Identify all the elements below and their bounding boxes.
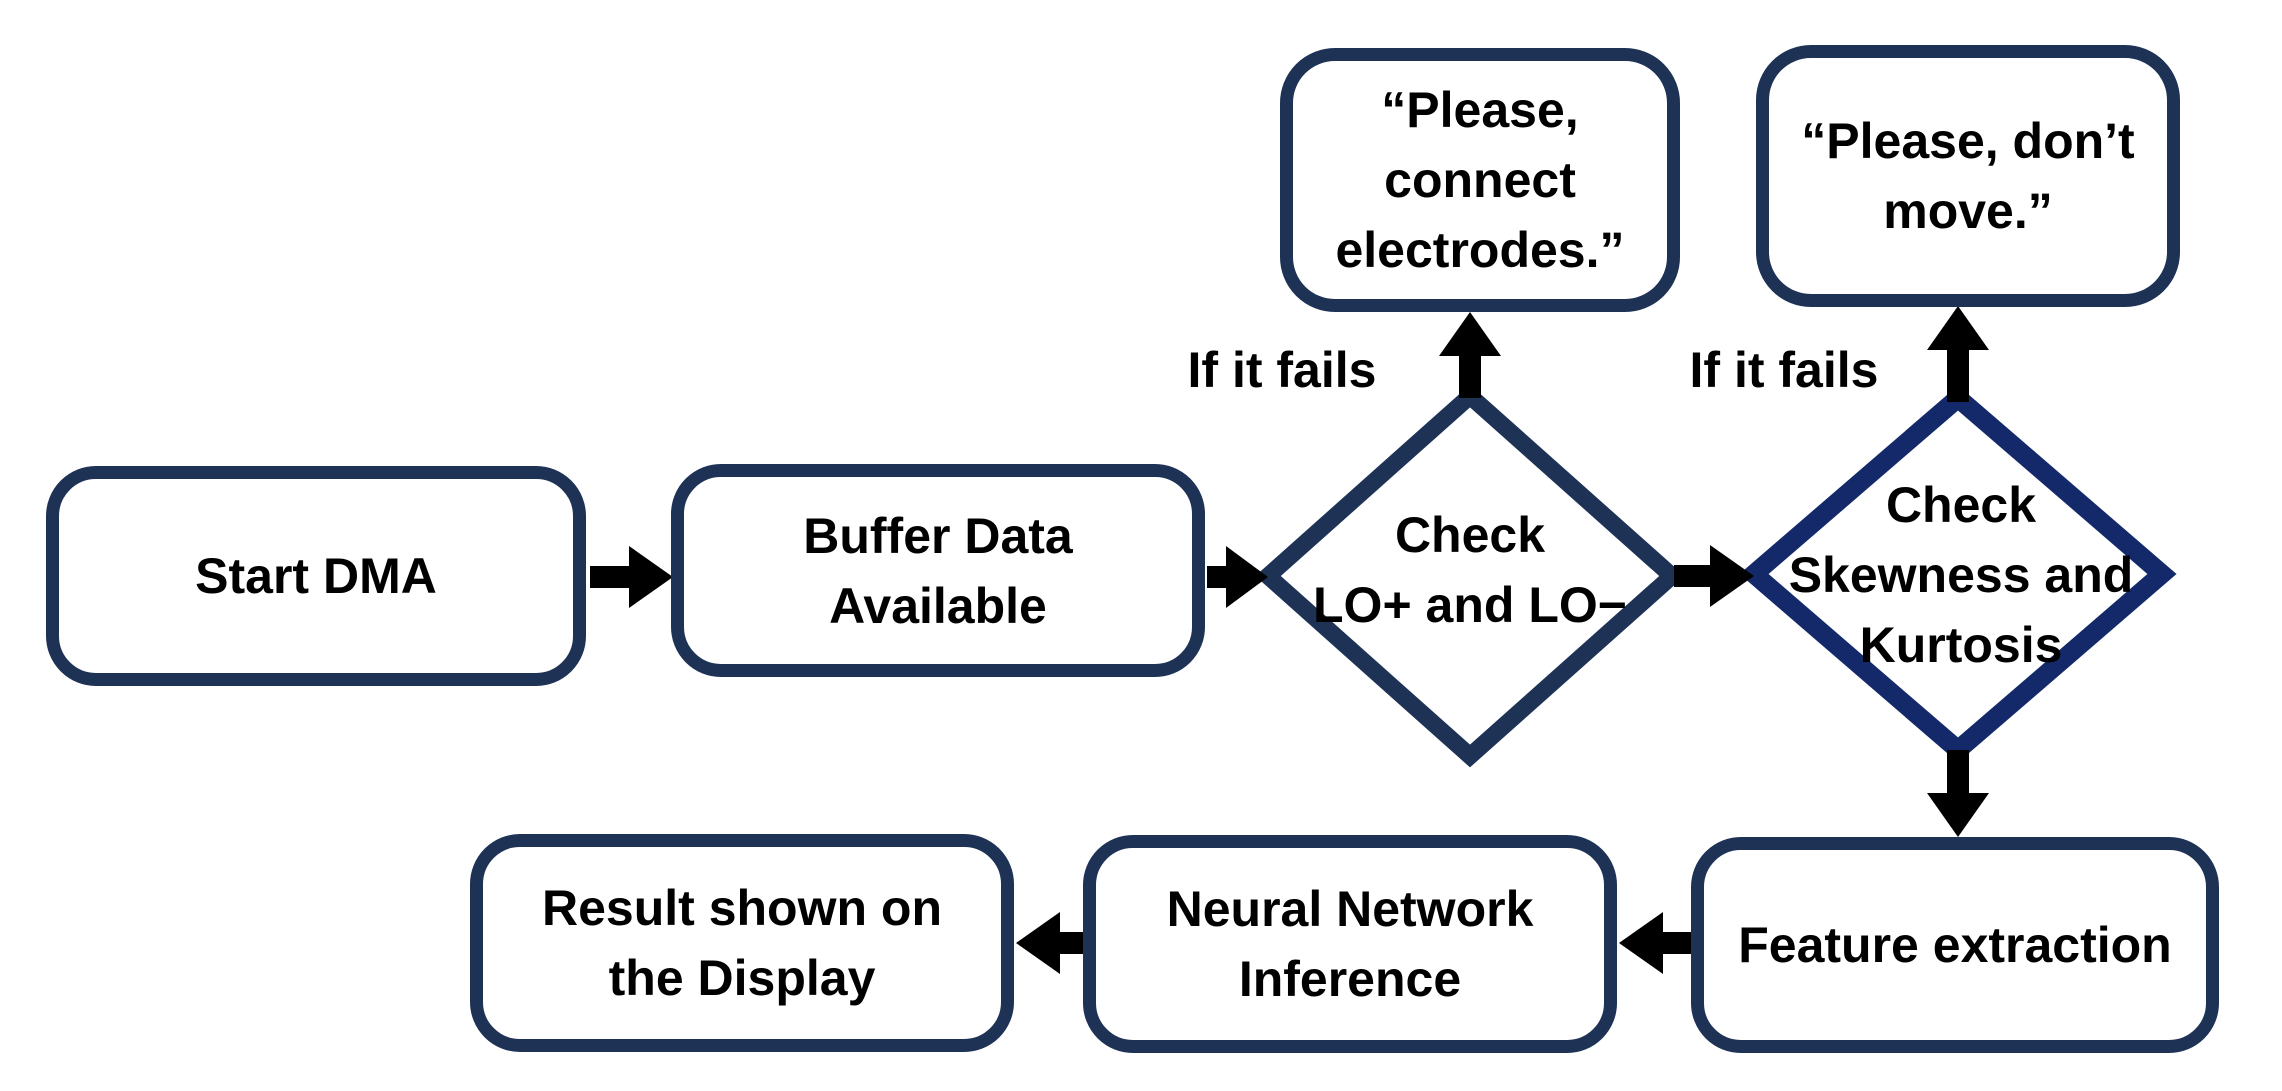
- decision-check-skew-label: Check Skewness and Kurtosis: [1788, 477, 2134, 673]
- edge-label-if-it-fails-1: If it fails: [1187, 342, 1377, 398]
- node-start-dma: Start DMA: [46, 466, 586, 686]
- node-neural-network-inference: Neural Network Inference: [1083, 835, 1617, 1053]
- arrow-check-lo-to-check-skew: [1674, 545, 1754, 607]
- arrow-nn-to-result: [1016, 912, 1083, 974]
- node-feature-extraction: Feature extraction: [1691, 837, 2219, 1053]
- arrow-feature-to-nn: [1619, 912, 1691, 974]
- node-message-dont-move: “Please, don’t move.”: [1756, 45, 2180, 307]
- arrow-start-to-buffer: [590, 546, 673, 608]
- arrow-check-skew-to-dont-move-msg: [1927, 306, 1989, 402]
- arrow-check-lo-to-connect-msg: [1439, 312, 1501, 398]
- arrow-buffer-to-check-lo: [1207, 546, 1268, 608]
- node-result-display: Result shown on the Display: [470, 834, 1014, 1052]
- decision-check-lo-shape: [1255, 384, 1685, 768]
- node-message-connect-electrodes: “Please, connect electrodes.”: [1280, 48, 1680, 312]
- arrow-check-skew-to-feature: [1927, 750, 1989, 837]
- edge-label-if-it-fails-2: If it fails: [1689, 342, 1879, 398]
- node-buffer-data-available: Buffer Data Available: [671, 464, 1205, 677]
- decision-check-lo-label: Check LO+ and LO−: [1313, 507, 1627, 633]
